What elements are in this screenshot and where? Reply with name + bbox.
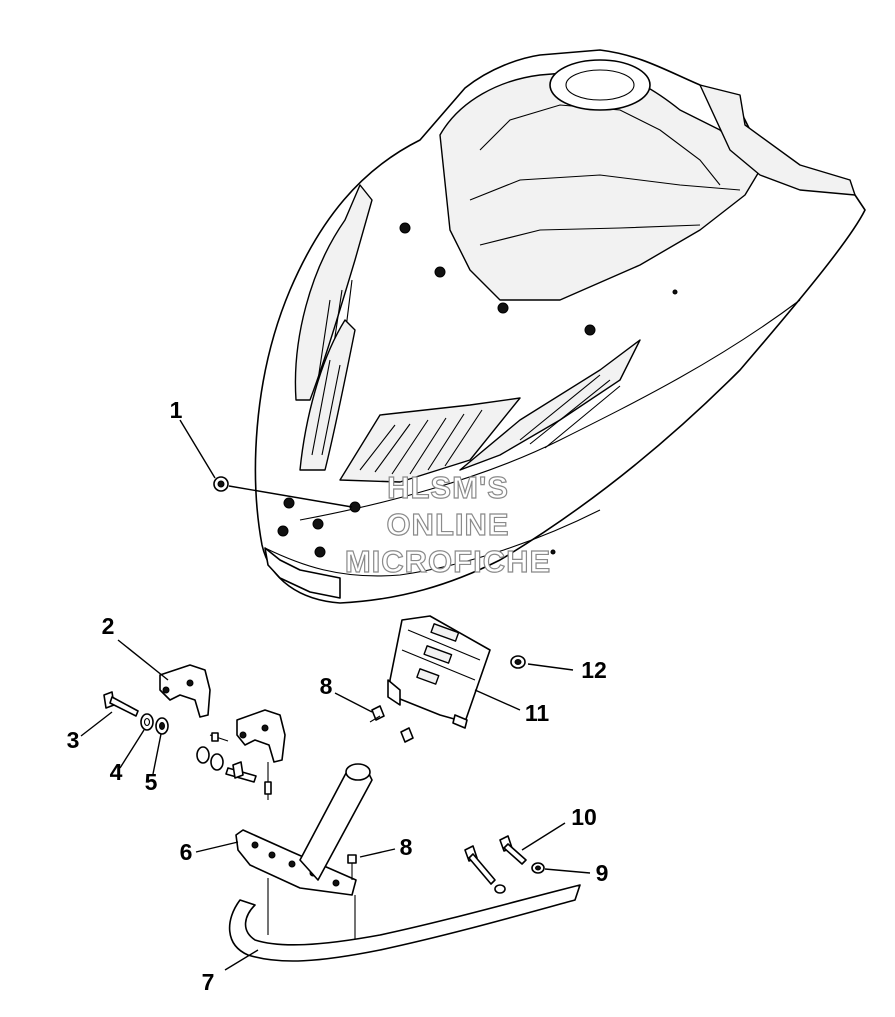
callout-5: 5: [145, 769, 158, 795]
callout-10: 10: [571, 804, 597, 830]
part-1-grommet: [213, 476, 353, 508]
callout-7: 7: [202, 969, 215, 995]
callout-8-lower: 8: [400, 834, 413, 860]
callout-4: 4: [110, 759, 123, 785]
hood: [254, 49, 866, 604]
watermark-line-3: MICROFICHE: [345, 544, 551, 579]
watermark-line-2: ONLINE: [386, 507, 509, 542]
part-2-bracket-right: [236, 709, 286, 800]
part-11-mount-bracket: [387, 615, 491, 729]
part-10-bolt: [464, 835, 527, 885]
part-6-bumper-plate: [235, 829, 357, 940]
watermark: HLSM'S ONLINE MICROFICHE: [344, 469, 551, 579]
callout-11: 11: [525, 700, 550, 726]
part-4-washer: [140, 713, 154, 731]
part-9-nut: [494, 862, 545, 894]
part-7-bumper-tube: [228, 763, 581, 962]
callout-2: 2: [102, 613, 115, 639]
leader-lines: [80, 419, 591, 971]
callout-3: 3: [67, 727, 80, 753]
callout-numbers: 1 2 3 4 5 6 7 8 8 9 10 11 12: [67, 397, 609, 995]
part-12-nut: [510, 655, 526, 669]
callout-6: 6: [180, 839, 193, 865]
part-8-bolt-lower: [347, 854, 357, 880]
callout-12: 12: [581, 657, 607, 683]
part-5-nut: [155, 717, 169, 735]
hardware-set-2: [196, 732, 257, 783]
callout-9: 9: [596, 860, 609, 886]
callout-1: 1: [170, 397, 183, 423]
part-2-bracket-left: [159, 664, 211, 718]
part-8-bolt-upper: [369, 705, 414, 743]
callout-8-upper: 8: [320, 673, 333, 699]
part-3-bolt: [103, 691, 139, 717]
watermark-line-1: HLSM'S: [387, 470, 509, 505]
